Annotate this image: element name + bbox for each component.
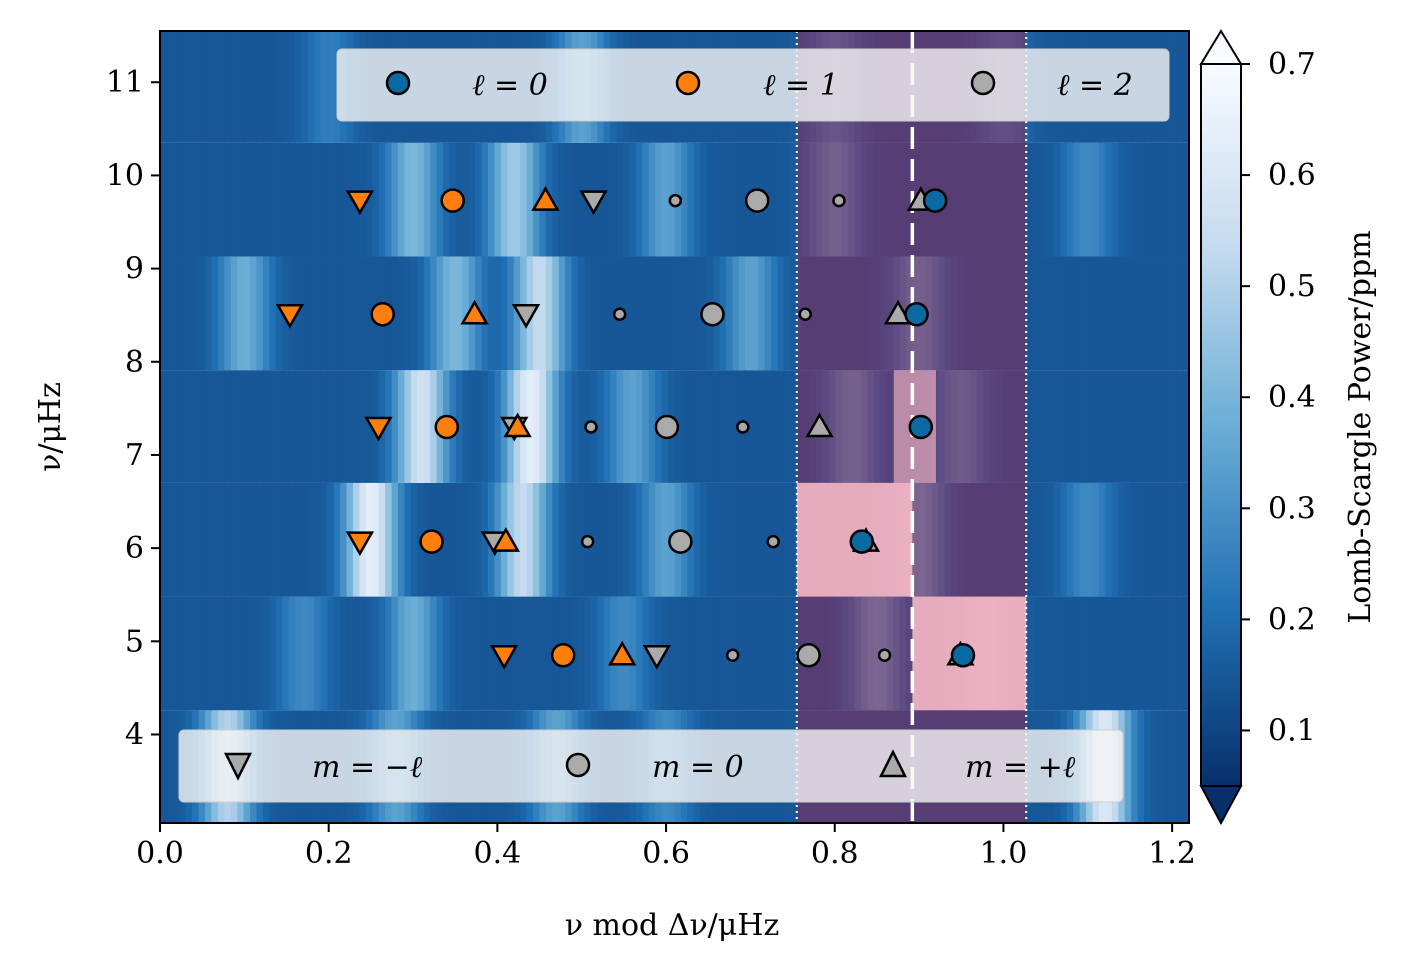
y-axis-ticks: 4 5 6 7 8 9 10 11: [106, 65, 160, 752]
marker-l2-m-zero: [668, 529, 693, 554]
marker-l1-m-plus: [503, 412, 532, 438]
marker-l2-m-minus1: [668, 193, 683, 208]
marker-l0: [908, 414, 934, 440]
legend-label-l2: ℓ = 2: [1057, 68, 1133, 103]
marker-l2-m-minus: [579, 190, 608, 216]
marker-l2-m-plus1: [877, 648, 892, 663]
colorbar-tick-label: 0.6: [1268, 158, 1316, 193]
colorbar-tick-label: 0.4: [1268, 380, 1316, 415]
x-tick-label: 0.4: [474, 836, 522, 871]
marker-l1-m-minus: [364, 416, 393, 442]
marker-l2-m-plus1: [832, 193, 846, 208]
marker-l0: [922, 188, 948, 213]
legend-label-l1: ℓ = 1: [763, 68, 839, 103]
mode-markers: [275, 186, 976, 670]
marker-l2-m-plus: [805, 412, 834, 438]
legend-azimuthal-order: m = −ℓ m = 0 m = +ℓ: [178, 729, 1124, 803]
colorbar: 0.1 0.2 0.3 0.4 0.5 0.6 0.7 Lomb-Scargle Power…: [1199, 29, 1378, 826]
marker-l2-m-minus: [642, 645, 671, 670]
y-tick-label: 5: [125, 624, 144, 659]
legend-marker-m-minus: [223, 752, 253, 781]
marker-l2-m-zero: [744, 188, 770, 213]
marker-l2-m-plus: [883, 299, 913, 325]
x-tick-label: 0.6: [642, 836, 690, 871]
y-tick-label: 6: [125, 531, 144, 566]
marker-l1-m-zero: [370, 302, 395, 327]
marker-l2-m-minus1: [584, 420, 598, 434]
legend-marker-m-zero: [565, 752, 591, 778]
marker-l2-m-minus1: [725, 648, 740, 663]
x-axis-label: ν mod Δν/μHz: [565, 908, 780, 943]
legend-degree: ℓ = 0 ℓ = 1 ℓ = 2: [336, 48, 1170, 122]
x-axis-ticks: 0.0 0.2 0.4 0.6 0.8 1.0 1.2: [136, 823, 1196, 871]
marker-l1-m-minus: [275, 304, 305, 329]
colorbar-extend-bottom: [1199, 785, 1243, 826]
y-tick-label: 11: [106, 65, 144, 100]
marker-l1-m-plus: [491, 527, 520, 552]
y-tick-label: 4: [125, 717, 144, 752]
marker-l1-m-plus: [531, 186, 560, 211]
marker-l1-m-zero: [550, 643, 576, 668]
marker-l1-m-minus: [345, 531, 375, 557]
marker-l2-m-zero: [654, 414, 680, 440]
x-tick-label: 0.0: [136, 836, 184, 871]
marker-l2-m-minus: [511, 304, 541, 329]
y-tick-label: 8: [125, 345, 144, 380]
y-tick-label: 7: [125, 438, 144, 473]
x-tick-label: 0.8: [811, 836, 859, 871]
marker-l1-m-zero: [440, 188, 465, 213]
legend-label-m-zero: m = 0: [652, 750, 744, 785]
marker-l2-m-minus1: [612, 307, 627, 322]
marker-l1-m-plus: [608, 640, 637, 666]
legend-label-m-minus: m = −ℓ: [312, 750, 423, 785]
marker-l2-m-zero: [796, 643, 821, 668]
marker-l2-m-plus1: [798, 307, 812, 322]
colorbar-label: Lomb-Scargle Power/ppm: [1343, 230, 1378, 623]
marker-l2-m-zero: [700, 302, 725, 327]
legend-marker-m-plus: [878, 749, 908, 778]
marker-l0: [849, 529, 874, 554]
colorbar-tick-label: 0.2: [1268, 602, 1316, 637]
colorbar-extend-top: [1199, 29, 1243, 65]
colorbar-tick-label: 0.5: [1268, 269, 1316, 304]
y-tick-label: 10: [106, 158, 144, 193]
legend-marker-l0: [385, 70, 411, 96]
marker-l2-m-plus1: [766, 534, 780, 549]
colorbar-tick-label: 0.7: [1268, 47, 1316, 82]
legend-label-l0: ℓ = 0: [472, 68, 548, 103]
marker-l2-m-plus1: [736, 420, 750, 434]
marker-l1-m-zero: [419, 529, 444, 554]
plot-frame: [159, 30, 1190, 824]
colorbar-ticks: 0.1 0.2 0.3 0.4 0.5 0.6 0.7: [1241, 47, 1316, 748]
marker-l1-m-zero: [434, 414, 460, 440]
legend-marker-l2: [970, 70, 996, 96]
x-tick-label: 1.2: [1148, 836, 1196, 871]
marker-l0: [904, 302, 929, 327]
legend-label-m-plus: m = +ℓ: [965, 750, 1076, 785]
x-tick-label: 0.2: [305, 836, 353, 871]
marker-l1-m-minus: [345, 190, 375, 216]
colorbar-gradient: [1201, 64, 1241, 786]
x-tick-label: 1.0: [980, 836, 1028, 871]
marker-l1-m-minus: [489, 645, 519, 670]
marker-l2-m-minus1: [580, 534, 595, 549]
y-axis-label: ν/μHz: [33, 382, 68, 472]
legend-marker-l1: [675, 70, 701, 96]
marker-l1-m-plus: [460, 299, 489, 325]
marker-l0: [950, 643, 976, 668]
colorbar-tick-label: 0.1: [1268, 713, 1316, 748]
colorbar-tick-label: 0.3: [1268, 491, 1316, 526]
y-tick-label: 9: [125, 252, 144, 287]
